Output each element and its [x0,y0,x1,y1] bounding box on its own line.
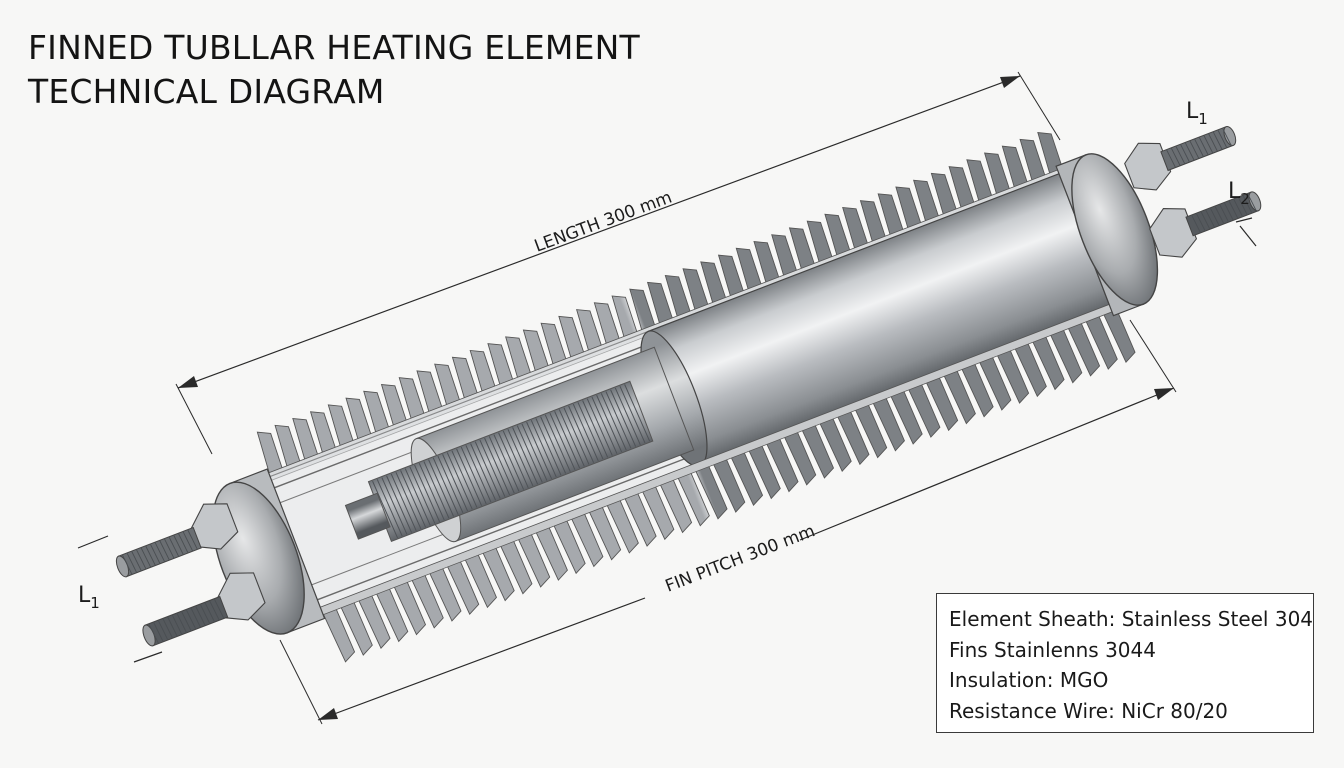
spec-sheath: Element Sheath: Stainless Steel 304 [949,607,1314,631]
diagram-title: FINNED TUBLLAR HEATING ELEMENT TECHNICAL… [28,26,640,114]
length-label: LENGTH 300 mm [532,188,675,257]
specifications-box: Element Sheath: Stainless Steel 304 Fins… [936,593,1314,733]
spec-insulation: Insulation: MGO [949,668,1109,692]
spec-fins: Fins Stainlenns 3044 [949,637,1156,662]
fin-pitch-dimension [279,319,1177,725]
cutaway-internals [344,346,695,543]
right-end-cap [1055,153,1159,317]
length-dimension [175,71,1061,455]
right-terminal-lower [1149,191,1262,258]
left-terminal-upper [115,503,239,578]
terminal-label-left: L1 [78,583,100,612]
resistance-coil [367,380,654,543]
fin-pitch-label: FIN PITCH 300 mm [663,521,818,597]
right-terminal-upper [1124,125,1237,191]
left-terminal-lower [142,572,266,647]
fins-bottom [315,303,1136,663]
terminal-label-right-top: L1 [1186,99,1208,128]
heating-element [115,125,1262,663]
spec-wire: Resistance Wire: NiCr 80/20 [949,698,1228,723]
terminal-callouts [77,217,1257,663]
title-line-2: TECHNICAL DIAGRAM [28,72,385,111]
title-line-1: FINNED TUBLLAR HEATING ELEMENT [28,28,640,67]
terminal-label-right-bottom: L2 [1228,179,1250,208]
